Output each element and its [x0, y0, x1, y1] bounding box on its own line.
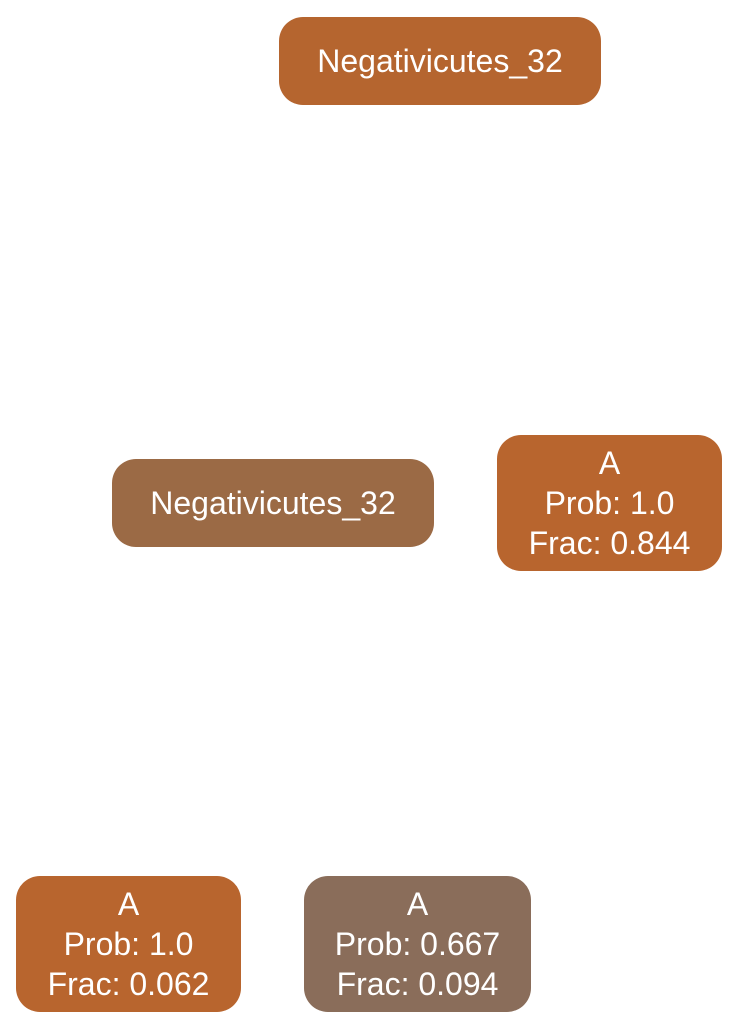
leaf-node-middle: A Prob: 0.667 Frac: 0.094	[304, 876, 531, 1012]
leaf-class: A	[406, 886, 429, 922]
leaf-frac: Frac: 0.844	[528, 525, 691, 561]
leaf-prob: Prob: 1.0	[544, 485, 675, 521]
tree-node-root: Negativicutes_32	[279, 17, 601, 105]
tree-node-internal: Negativicutes_32	[112, 459, 434, 547]
leaf-prob: Prob: 0.667	[334, 926, 501, 962]
leaf-frac: Frac: 0.094	[336, 966, 499, 1002]
node-label: Negativicutes_32	[317, 43, 563, 79]
leaf-frac: Frac: 0.062	[47, 966, 210, 1002]
leaf-node-left: A Prob: 1.0 Frac: 0.062	[16, 876, 241, 1012]
leaf-class: A	[117, 886, 140, 922]
leaf-node-right: A Prob: 1.0 Frac: 0.844	[497, 435, 722, 571]
leaf-class: A	[598, 445, 621, 481]
node-label: Negativicutes_32	[150, 485, 396, 521]
leaf-prob: Prob: 1.0	[63, 926, 194, 962]
